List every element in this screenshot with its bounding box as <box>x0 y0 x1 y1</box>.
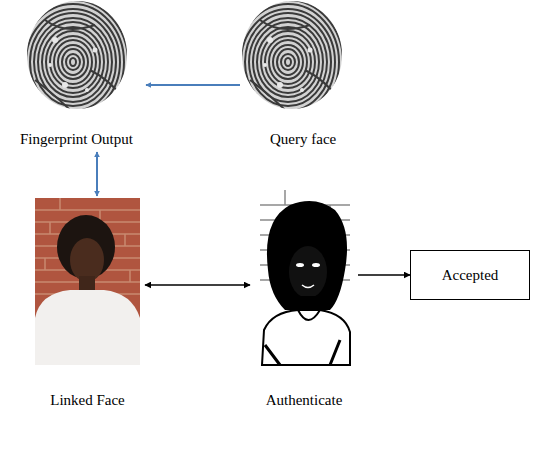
connector-arrow <box>146 84 240 86</box>
fingerprint-output: Fingerprint Output <box>18 0 146 152</box>
result-text: Accepted <box>442 266 499 284</box>
connector-arrow <box>358 274 410 275</box>
result-box: Accepted <box>410 250 530 300</box>
connector-arrow <box>145 284 250 286</box>
query-fingerprint: Query face <box>240 0 368 152</box>
image-label: Authenticate <box>266 391 343 409</box>
connector-arrow <box>96 152 98 196</box>
authenticate-photo: Authenticate <box>250 186 358 414</box>
linked-face-photo: Linked Face <box>30 196 145 414</box>
image-label: Fingerprint Output <box>20 130 133 148</box>
image-label: Query face <box>270 130 336 148</box>
image-label: Linked Face <box>50 391 125 409</box>
